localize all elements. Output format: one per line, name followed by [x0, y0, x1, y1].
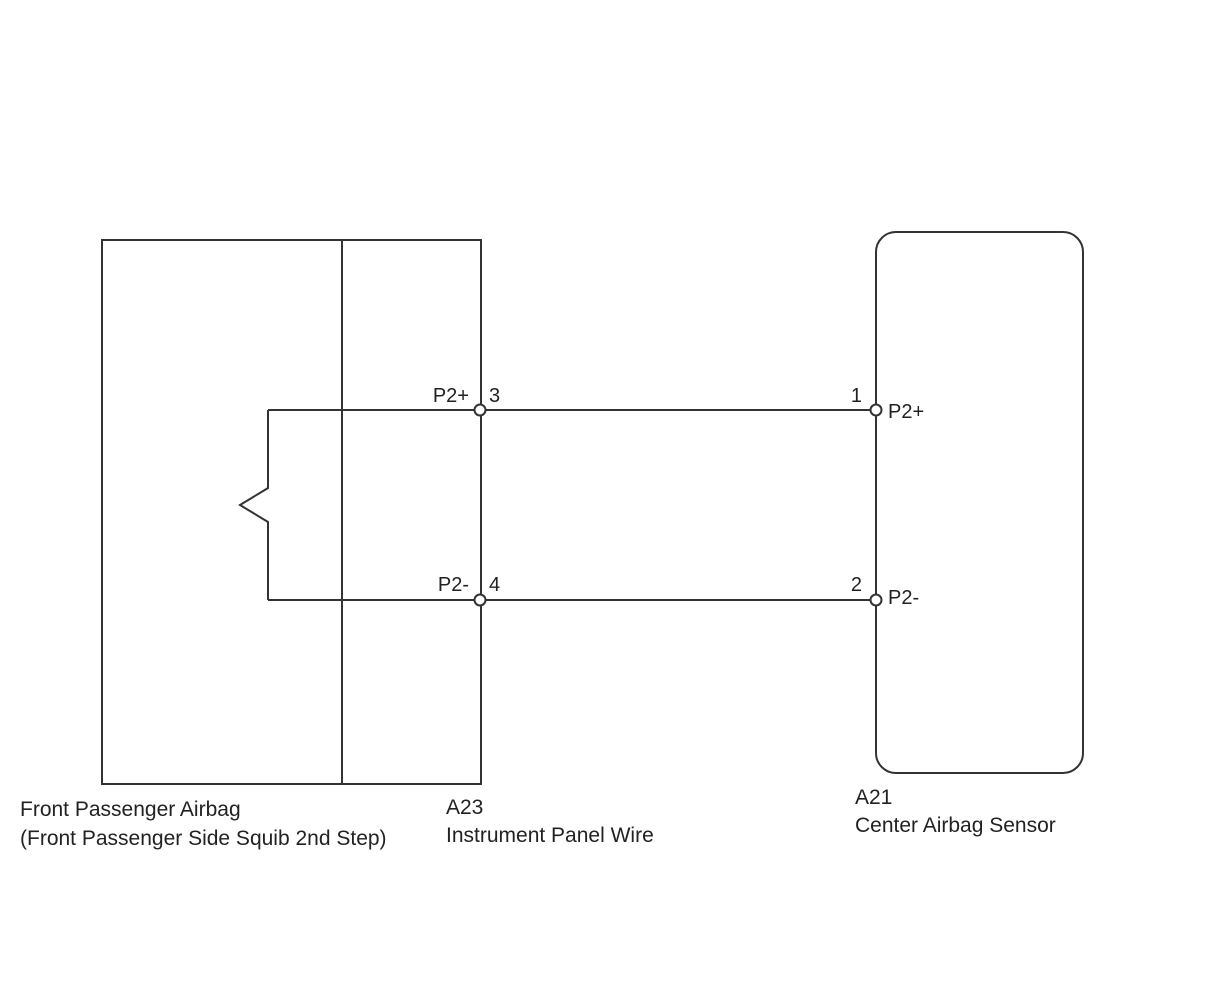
sensor-name: Center Airbag Sensor	[855, 814, 1056, 837]
connector-name: Instrument Panel Wire	[446, 824, 654, 847]
connector-code: A23	[446, 796, 483, 819]
connector-signal-p2-minus: P2-	[438, 574, 469, 596]
connector-terminal-p2-minus	[473, 593, 487, 607]
sensor-code: A21	[855, 786, 892, 809]
sensor-pin-1: 1	[851, 385, 862, 407]
squib-element	[238, 410, 269, 600]
connector-pin-4: 4	[489, 574, 500, 596]
airbag-box	[101, 239, 482, 785]
sensor-signal-p2-minus: P2-	[888, 587, 919, 609]
airbag-caption-line1: Front Passenger Airbag	[20, 798, 241, 821]
sensor-box	[875, 231, 1084, 774]
connector-terminal-p2-plus	[473, 403, 487, 417]
airbag-caption-line2: (Front Passenger Side Squib 2nd Step)	[20, 827, 387, 850]
connector-pin-3: 3	[489, 385, 500, 407]
sensor-terminal-p2-plus	[869, 403, 883, 417]
sensor-pin-2: 2	[851, 574, 862, 596]
connector-signal-p2-plus: P2+	[433, 385, 469, 407]
sensor-terminal-p2-minus	[869, 593, 883, 607]
sensor-signal-p2-plus: P2+	[888, 401, 924, 423]
